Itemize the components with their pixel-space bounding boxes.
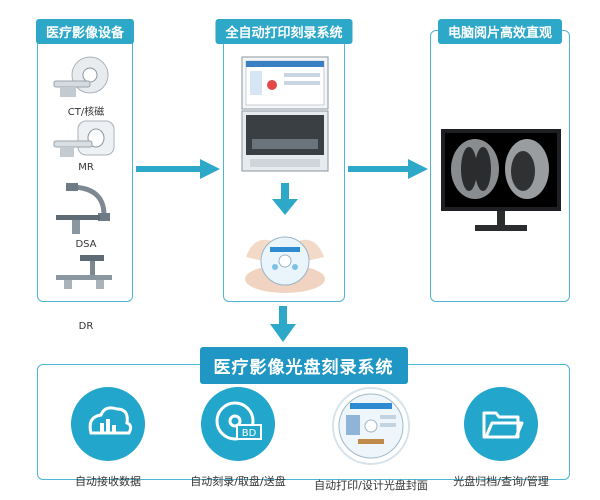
feature-label-burn: 自动刻录/取盘/送盘	[190, 475, 286, 488]
bd-disc-icon: BD	[201, 387, 275, 461]
burn-system-features-panel: 医疗影像光盘刻录系统 自动接收数据 BD 自动刻录/取盘/送盘	[37, 347, 570, 492]
feature-label-receive: 自动接收数据	[75, 475, 141, 488]
viewing-title: 电脑阅片高效直观	[437, 19, 563, 44]
folder-icon	[464, 387, 538, 461]
imaging-devices-title: 医疗影像设备	[35, 19, 135, 44]
device-label-dr: DR	[78, 321, 94, 332]
burn-system-title: 全自动打印刻录系统	[215, 19, 353, 44]
mr-scanner-image	[53, 120, 115, 157]
arrow-down-icon	[272, 183, 298, 215]
cloud-bars-icon	[71, 387, 145, 461]
arrow-down-icon-bottom	[270, 306, 296, 342]
arrow-right-icon-1	[136, 159, 220, 179]
imaging-devices-panel: 医疗影像设备 CT/核磁 MR DSA DR	[35, 19, 135, 332]
hands-holding-disc-image	[245, 236, 325, 293]
device-label-ct: CT/核磁	[67, 107, 105, 118]
printed-disc-icon	[332, 387, 410, 465]
viewing-panel: 电脑阅片高效直观	[430, 19, 570, 302]
dr-machine-image	[56, 255, 112, 289]
ct-scanner-image	[53, 56, 109, 97]
feature-auto-receive: 自动接收数据	[38, 387, 178, 489]
dsa-machine-image	[56, 183, 110, 234]
burn-system-panel: 全自动打印刻录系统	[215, 19, 353, 302]
disc-publisher-image	[241, 56, 329, 172]
monitor-xray-image	[441, 129, 561, 231]
feature-archive: 光盘归档/查询/管理	[431, 387, 571, 489]
feature-auto-burn: BD 自动刻录/取盘/送盘	[168, 387, 308, 489]
device-label-mr: MR	[78, 162, 94, 173]
feature-print-cover: 自动打印/设计光盘封面	[301, 387, 441, 493]
arrow-right-icon-2	[348, 159, 428, 179]
burn-system-main-title: 医疗影像光盘刻录系统	[199, 347, 408, 384]
feature-label-print: 自动打印/设计光盘封面	[314, 479, 428, 492]
svg-text:BD: BD	[242, 428, 257, 439]
device-label-dsa: DSA	[75, 239, 97, 250]
feature-label-archive: 光盘归档/查询/管理	[453, 475, 549, 488]
